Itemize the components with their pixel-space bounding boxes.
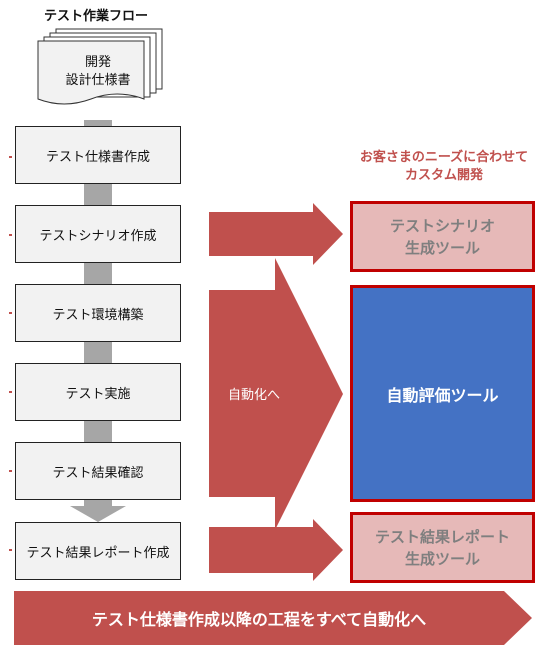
step-test-environment: テスト環境構築 (15, 284, 181, 342)
step-marker (9, 312, 12, 314)
bottom-banner (14, 591, 532, 645)
report-generator-tool: テスト結果レポート 生成ツール (350, 512, 535, 583)
document-stack-icon (37, 28, 163, 105)
step-test-scenario: テストシナリオ作成 (15, 205, 181, 263)
step-test-spec: テスト仕様書作成 (15, 126, 181, 184)
page-title: テスト作業フロー (44, 9, 149, 24)
step-marker (9, 549, 12, 551)
flow-down-arrow-icon (70, 506, 126, 522)
report-arrow (209, 519, 343, 581)
step-marker (9, 470, 12, 472)
report-tool-line2: 生成ツール (404, 549, 480, 568)
auto-evaluation-tool: 自動評価ツール (350, 285, 535, 502)
step-result-report: テスト結果レポート作成 (15, 522, 181, 580)
step-marker (9, 156, 12, 158)
step-result-check: テスト結果確認 (15, 442, 181, 500)
step-marker (9, 391, 12, 393)
scenario-arrow (209, 203, 343, 265)
step-marker (9, 234, 12, 236)
automation-label: 自動化へ (228, 388, 281, 403)
automation-arrow (209, 258, 343, 530)
caption-line1: お客さまのニーズに合わせて (359, 150, 529, 165)
custom-dev-caption: お客さまのニーズに合わせて カスタム開発 (344, 149, 544, 185)
scenario-generator-tool: テストシナリオ 生成ツール (350, 201, 535, 272)
spec-document-line1: 開発 (84, 55, 111, 70)
step-test-execution: テスト実施 (15, 363, 181, 421)
spec-document-line2: 設計仕様書 (65, 73, 131, 88)
spec-document: 開発 設計仕様書 (52, 54, 144, 90)
banner-text: テスト仕様書作成以降の工程をすべて自動化へ (91, 610, 427, 629)
report-tool-line1: テスト結果レポート (374, 527, 510, 546)
scenario-tool-line2: 生成ツール (404, 238, 480, 257)
caption-line2: カスタム開発 (404, 168, 483, 183)
scenario-tool-line1: テストシナリオ (389, 216, 495, 235)
